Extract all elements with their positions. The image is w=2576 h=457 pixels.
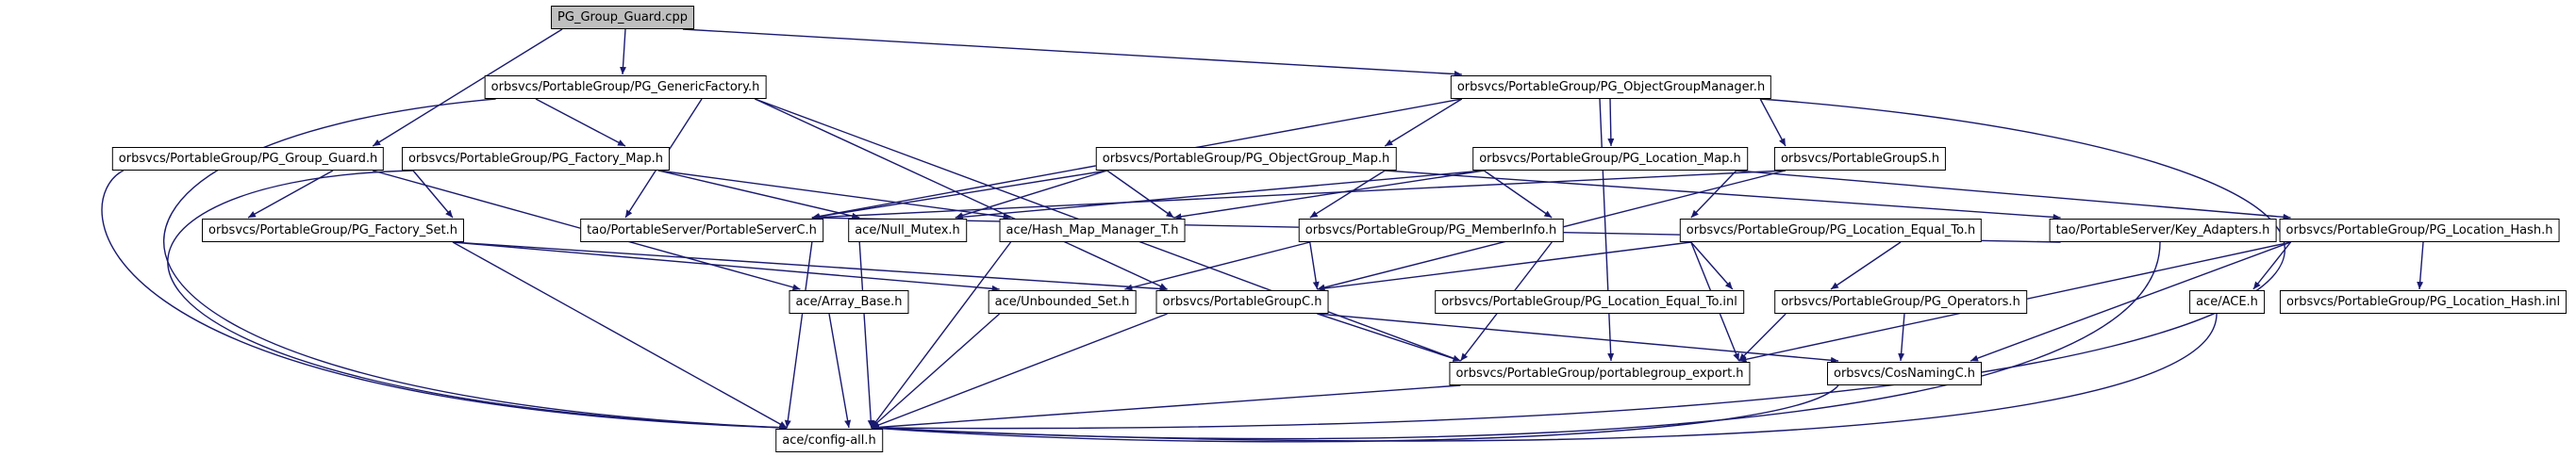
edge-loc_map-to-lhash xyxy=(1736,170,2291,220)
edge-og_map-to-psc xyxy=(811,170,1107,220)
edge-hashmap-to-config xyxy=(871,241,1012,429)
edge-loc_map-to-meminfo xyxy=(1483,170,1553,219)
edge-keyad-to-config xyxy=(871,241,2161,440)
edge-ubset-to-config xyxy=(871,313,1001,429)
node-portablegroupc-h[interactable]: orbsvcs/PortableGroupC.h xyxy=(1155,290,1329,314)
edge-factory_map-to-null_mutex xyxy=(657,170,860,220)
node-pg-location-equal-to-inl[interactable]: orbsvcs/PortableGroup/PG_Location_Equal_… xyxy=(1435,290,1744,314)
node-pg-objectgroupmanager-h[interactable]: orbsvcs/PortableGroup/PG_ObjectGroupMana… xyxy=(1450,75,1772,99)
edge-generic-to-factory_map xyxy=(535,98,626,147)
node-hash-map-manager-t-h[interactable]: ace/Hash_Map_Manager_T.h xyxy=(999,219,1186,242)
edge-factory_set-to-ubset xyxy=(452,241,1000,292)
edge-og_map-to-keyad xyxy=(1385,170,2061,220)
edge-pgc-to-export xyxy=(1317,313,1461,362)
node-pg-operators-h[interactable]: orbsvcs/PortableGroup/PG_Operators.h xyxy=(1774,290,2027,314)
edge-export-to-config xyxy=(871,384,1461,431)
edge-factory_set-to-pgc xyxy=(452,241,1168,292)
node-pg-group-guard-h[interactable]: orbsvcs/PortableGroup/PG_Group_Guard.h xyxy=(111,147,385,171)
edge-ops-to-cosnaming xyxy=(1898,313,1905,362)
edge-factory_set-to-config xyxy=(452,241,788,429)
edge-ogm-to-og_map xyxy=(1384,98,1463,147)
node-portablegroup-export-h[interactable]: orbsvcs/PortableGroup/portablegroup_expo… xyxy=(1449,362,1751,385)
edge-lhash-to-ace_h xyxy=(2252,241,2292,290)
edge-cosnaming-to-config xyxy=(871,384,1839,443)
edge-generic-to-config xyxy=(163,98,788,432)
node-pg-factory-map-h[interactable]: orbsvcs/PortableGroup/PG_Factory_Map.h xyxy=(401,147,671,171)
node-array-base-h[interactable]: ace/Array_Base.h xyxy=(789,290,909,314)
edge-loc_map-to-leq xyxy=(1690,170,1737,219)
edge-lhash-to-cosnaming xyxy=(1969,241,2291,362)
edge-leq-to-ops xyxy=(1830,241,1902,290)
node-pg-location-hash-h[interactable]: orbsvcs/PortableGroup/PG_Location_Hash.h xyxy=(2279,219,2560,242)
edge-meminfo-to-pgc xyxy=(1309,241,1320,290)
node-unbounded-set-h[interactable]: ace/Unbounded_Set.h xyxy=(988,290,1137,314)
edge-pgc-to-config xyxy=(871,313,1168,429)
node-pg-memberinfo-h[interactable]: orbsvcs/PortableGroup/PG_MemberInfo.h xyxy=(1298,219,1564,242)
node-pg-objectgroup-map-h[interactable]: orbsvcs/PortableGroup/PG_ObjectGroup_Map… xyxy=(1095,147,1397,171)
edge-ace_h-to-config xyxy=(871,313,2218,442)
edge-ogm-to-loc_map xyxy=(1607,98,1615,147)
node-config-all-h[interactable]: ace/config-all.h xyxy=(775,429,883,452)
node-ace-h[interactable]: ace/ACE.h xyxy=(2189,290,2265,314)
edge-lhash-to-lhash_inl xyxy=(2417,241,2424,290)
edge-meminfo-to-ubset xyxy=(1124,241,1310,291)
node-pg-group-guard-cpp: PG_Group_Guard.cpp xyxy=(551,6,694,29)
edge-factory_map-to-hashmap xyxy=(657,170,1011,220)
node-pg-factory-set-h[interactable]: orbsvcs/PortableGroup/PG_Factory_Set.h xyxy=(202,219,464,242)
node-portablegroups-h[interactable]: orbsvcs/PortableGroupS.h xyxy=(1773,147,1947,171)
edge-ogm-to-export xyxy=(1599,98,1615,362)
edge-leq-to-pgc xyxy=(1317,241,1691,292)
edge-cpp-to-guard_h xyxy=(372,28,563,147)
node-null-mutex-h[interactable]: ace/Null_Mutex.h xyxy=(848,219,967,242)
edge-guard_h-to-config xyxy=(101,170,788,432)
edge-og_map-to-meminfo xyxy=(1309,170,1386,219)
edge-cpp-to-ogm xyxy=(682,28,1462,78)
node-portableserverc-h[interactable]: tao/PortableServer/PortableServerC.h xyxy=(580,219,823,242)
edge-pgc-to-cosnaming xyxy=(1317,313,1839,364)
node-pg-location-hash-inl[interactable]: orbsvcs/PortableGroup/PG_Location_Hash.i… xyxy=(2279,290,2568,314)
edge-leq-to-leq_inl xyxy=(1690,241,1734,290)
node-cosnamingc-h[interactable]: orbsvcs/CosNamingC.h xyxy=(1826,362,1983,385)
edge-loc_map-to-hashmap xyxy=(1173,170,1485,220)
edge-factory_map-to-config xyxy=(167,170,788,432)
edge-factory_map-to-factory_set xyxy=(412,170,454,219)
node-pg-location-equal-to-h[interactable]: orbsvcs/PortableGroup/PG_Location_Equal_… xyxy=(1679,219,1983,242)
edge-pgs-to-psc xyxy=(811,170,1786,221)
edge-ogm-to-pgs xyxy=(1759,98,1787,147)
edge-psc-to-config xyxy=(784,241,813,429)
node-key-adapters-h[interactable]: tao/PortableServer/Key_Adapters.h xyxy=(2049,219,2277,242)
edge-og_map-to-hashmap xyxy=(1106,170,1174,219)
edge-cpp-to-generic xyxy=(620,28,626,75)
edge-loc_map-to-null_mutex xyxy=(955,170,1485,220)
node-pg-location-map-h[interactable]: orbsvcs/PortableGroup/PG_Location_Map.h xyxy=(1472,147,1748,171)
edge-array-to-config xyxy=(828,313,852,429)
node-pg-genericfactory-h[interactable]: orbsvcs/PortableGroup/PG_GenericFactory.… xyxy=(484,75,767,99)
edge-null_mutex-to-config xyxy=(858,241,874,429)
